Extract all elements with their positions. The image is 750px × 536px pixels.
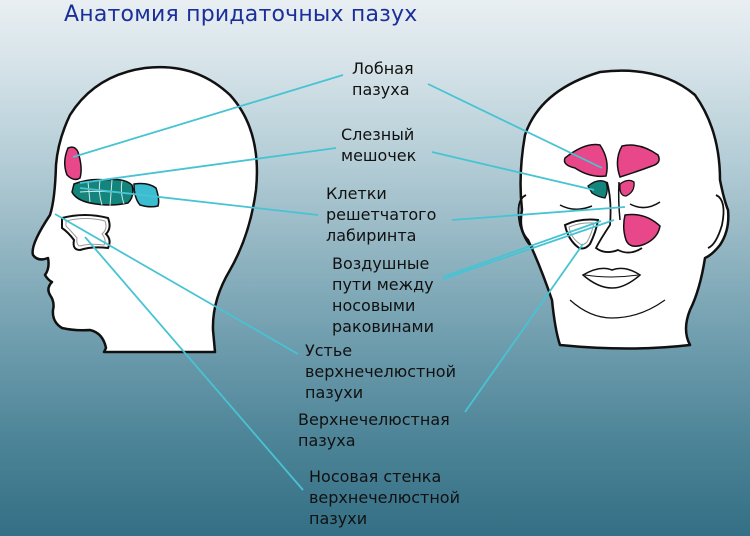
profile-maxillary-sinus [61,214,111,252]
profile-head-outline [31,65,259,354]
label-nasal-airways: Воздушные пути между носовыми раковинами [332,254,434,336]
front-maxillary-sinus-left [563,218,600,250]
label-frontal-sinus: Лобная пазуха [352,59,414,99]
front-lacrimal-sac [587,180,608,199]
label-ethmoid-labyrinth: Клетки решетчатого лабиринта [326,184,437,245]
label-lacrimal-sac: Слезный мешочек [341,125,417,165]
frontal-head [517,69,730,350]
front-frontal-sinus-right [616,144,660,178]
profile-head [31,65,259,354]
frontal-head-outline [519,69,730,350]
label-maxillary-sinus: Верхнечелюстная пазуха [298,410,450,450]
profile-frontal-sinus [64,146,82,181]
leader-lines [54,74,626,491]
front-maxillary-sinus-right [622,213,661,247]
lips [581,267,642,289]
label-maxillary-ostium: Устье верхнечелюстной пазухи [305,341,456,402]
label-maxillary-nasal-wall: Носовая стенка верхнечелюстной пазухи [309,467,460,528]
front-ethmoid-right [619,179,635,197]
diagram-title: Анатомия придаточных пазух [64,2,418,27]
